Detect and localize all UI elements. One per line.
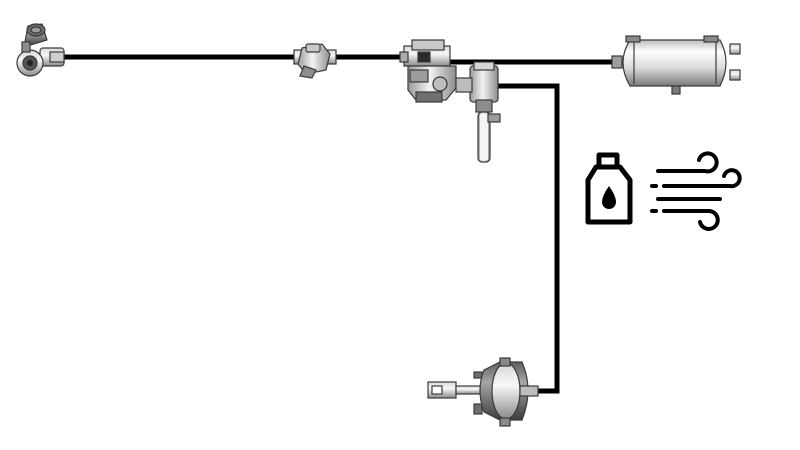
drain-valve-icon[interactable] [455,61,501,163]
brake-line-to-chamber [495,83,560,394]
coupling-head-icon[interactable] [16,23,65,77]
air-flow-icon [650,151,742,231]
pipe-lines [62,54,618,394]
control-valve-icon[interactable] [399,39,457,103]
air-tank-icon[interactable] [611,35,741,95]
oil-bottle-icon [585,152,633,225]
line-filter-icon[interactable] [293,43,337,79]
brake-chamber-icon[interactable] [427,357,539,427]
